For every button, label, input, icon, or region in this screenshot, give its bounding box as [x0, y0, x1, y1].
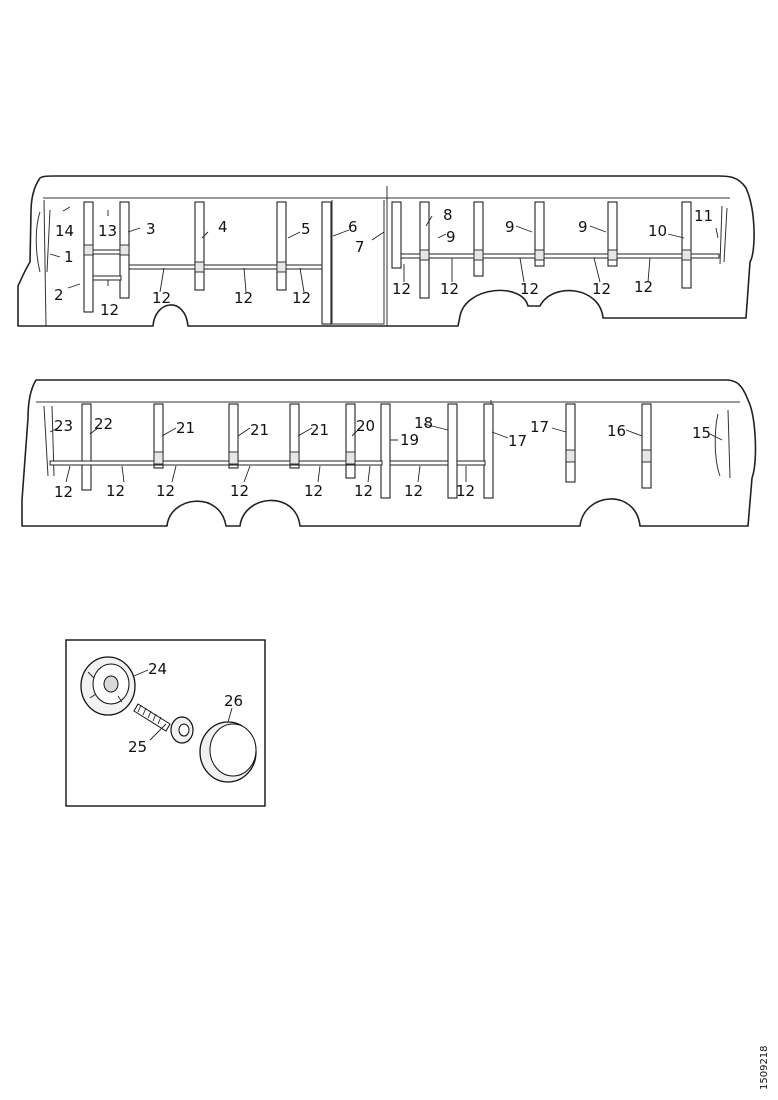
detail-cap — [199, 721, 257, 783]
upper-label-20: 12 — [592, 280, 611, 298]
upper-label-14: 8 — [443, 206, 453, 224]
upper-label-6: 12 — [152, 289, 171, 307]
lower-label-14: 12 — [404, 482, 423, 500]
lower-label-19: 15 — [692, 424, 711, 442]
upper-label-5: 3 — [146, 220, 156, 238]
lower-label-9: 12 — [304, 482, 323, 500]
lower-label-8: 21 — [310, 421, 329, 439]
lower-windscreen — [714, 409, 731, 479]
lower-label-13: 18 — [414, 414, 433, 432]
lower-label-15: 12 — [456, 482, 475, 500]
upper-callouts: 14 1 2 13 12 3 12 4 12 5 12 6 7 12 8 9 1… — [54, 206, 713, 319]
detail-label-26: 26 — [224, 692, 243, 710]
upper-label-3: 13 — [98, 222, 117, 240]
lower-side-view: 23 12 22 12 21 12 21 12 21 12 20 12 19 1… — [21, 379, 757, 527]
upper-label-16: 12 — [440, 280, 459, 298]
upper-label-1: 1 — [64, 248, 74, 266]
upper-label-22: 12 — [634, 278, 653, 296]
lower-label-0: 23 — [54, 417, 73, 435]
lower-joints — [153, 449, 652, 465]
upper-label-8: 12 — [234, 289, 253, 307]
upper-front-edge — [43, 199, 47, 327]
lower-callouts: 23 12 22 12 21 12 21 12 21 12 20 12 19 1… — [54, 414, 711, 501]
upper-label-21: 10 — [648, 222, 667, 240]
upper-label-11: 6 — [348, 218, 358, 236]
lower-label-10: 20 — [356, 417, 375, 435]
lower-label-3: 12 — [106, 482, 125, 500]
lower-label-11: 12 — [354, 482, 373, 500]
upper-windscreen — [35, 209, 51, 273]
lower-leaders — [49, 423, 723, 483]
upper-label-12: 7 — [355, 238, 365, 256]
upper-label-23: 11 — [694, 207, 713, 225]
upper-label-0: 14 — [55, 222, 74, 240]
detail-leaders — [133, 669, 233, 741]
detail-label-25: 25 — [128, 738, 147, 756]
lower-label-6: 21 — [250, 421, 269, 439]
upper-label-7: 4 — [218, 218, 228, 236]
upper-body-outline — [17, 175, 755, 327]
upper-label-2: 2 — [54, 286, 64, 304]
upper-label-15: 9 — [446, 228, 456, 246]
upper-label-4: 12 — [100, 301, 119, 319]
upper-label-17: 9 — [505, 218, 515, 236]
lower-label-2: 22 — [94, 415, 113, 433]
upper-label-9: 5 — [301, 220, 311, 238]
detail-inset: 24 25 26 — [65, 639, 266, 807]
upper-waist-rails — [92, 249, 720, 281]
upper-label-10: 12 — [292, 289, 311, 307]
upper-joints — [83, 244, 692, 273]
upper-rear-glass — [719, 205, 728, 265]
upper-label-19: 9 — [578, 218, 588, 236]
detail-base-plate — [80, 656, 136, 716]
lower-label-12: 19 — [400, 431, 419, 449]
lower-label-18: 16 — [607, 422, 626, 440]
detail-label-24: 24 — [148, 660, 167, 678]
lower-label-5: 12 — [156, 482, 175, 500]
lower-label-7: 12 — [230, 482, 249, 500]
lower-body-outline — [21, 379, 757, 527]
lower-label-17: 17 — [530, 418, 549, 436]
drawing-reference-number: 1509218 — [759, 1045, 770, 1090]
upper-door-frame — [331, 200, 385, 325]
upper-leaders — [49, 206, 719, 293]
upper-side-view: 14 1 2 13 12 3 12 4 12 5 12 6 7 12 8 9 1… — [17, 175, 755, 327]
upper-label-13: 12 — [392, 280, 411, 298]
lower-waist-rails — [49, 460, 486, 466]
lower-label-4: 21 — [176, 419, 195, 437]
upper-label-18: 12 — [520, 280, 539, 298]
lower-label-16: 17 — [508, 432, 527, 450]
lower-label-1: 12 — [54, 483, 73, 501]
lower-frame-posts — [81, 403, 652, 499]
detail-screw — [133, 703, 194, 744]
